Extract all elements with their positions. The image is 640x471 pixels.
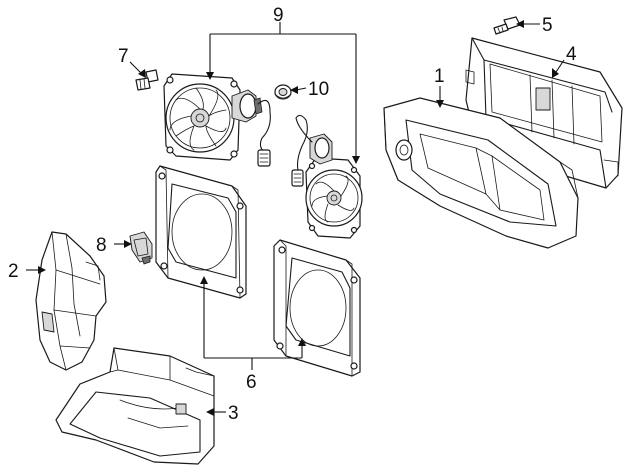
part-5-bolt (493, 16, 521, 35)
part-8-clip (129, 231, 153, 265)
part-9-fan-right (291, 114, 363, 239)
part-6-shroud-right (273, 239, 361, 377)
callout-9: 9 (273, 5, 284, 26)
callout-1: 1 (434, 66, 445, 87)
callout-10: 10 (308, 79, 329, 100)
leader-lines (26, 20, 565, 416)
callout-4: 4 (566, 44, 577, 65)
part-2-side-deflector (35, 231, 107, 371)
part-6-shroud-left (155, 165, 247, 299)
callout-2: 2 (8, 261, 19, 282)
part-1-shroud-frame (383, 97, 579, 249)
callout-6: 6 (246, 372, 257, 393)
part-9-fan-left (163, 73, 271, 167)
part-10-grommet (274, 84, 292, 100)
callout-7: 7 (118, 46, 129, 67)
part-7-bolt (135, 69, 159, 91)
part-3-lower-air-guide (55, 347, 215, 465)
callout-5: 5 (542, 15, 553, 36)
callout-3: 3 (228, 403, 239, 424)
callout-8: 8 (96, 235, 107, 256)
